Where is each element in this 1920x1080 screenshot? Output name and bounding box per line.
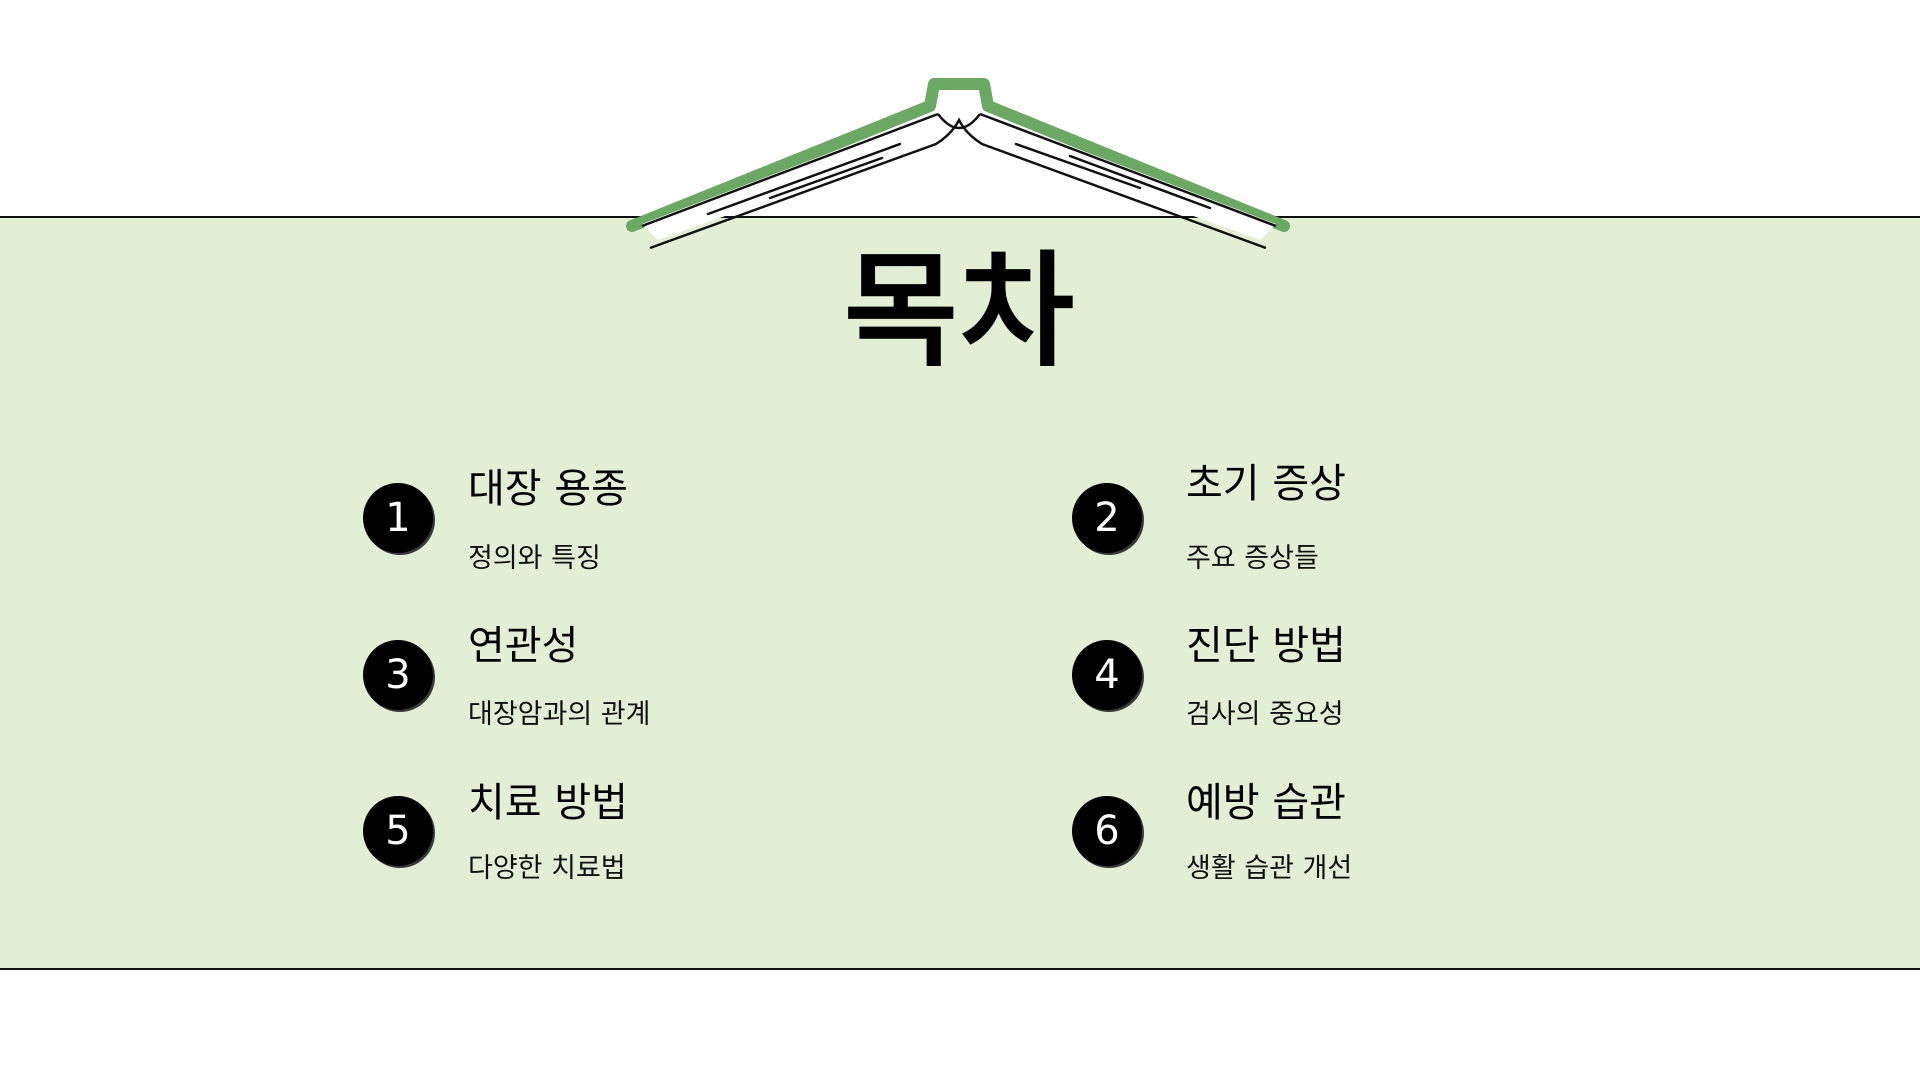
toc-item-4: 4 진단 방법 검사의 중요성 <box>1072 626 1672 760</box>
toc-item-subtitle: 대장암과의 관계 <box>468 699 651 730</box>
toc-item-subtitle: 다양한 치료법 <box>468 853 626 884</box>
number-badge: 3 <box>363 640 433 710</box>
toc-item-subtitle: 정의와 특징 <box>468 543 601 574</box>
content-band <box>0 216 1920 970</box>
toc-item-title: 예방 습관 <box>1186 780 1346 826</box>
toc-item-title: 연관성 <box>468 623 579 669</box>
number-badge: 4 <box>1072 640 1142 710</box>
toc-item-title: 치료 방법 <box>468 780 628 826</box>
toc-item-subtitle: 주요 증상들 <box>1186 543 1319 574</box>
number-badge: 6 <box>1072 796 1142 866</box>
number-badge: 2 <box>1072 483 1142 553</box>
open-book-icon <box>626 78 1290 250</box>
page-title: 목차 <box>843 240 1077 384</box>
toc-item-subtitle: 검사의 중요성 <box>1186 699 1344 730</box>
toc-item-title: 진단 방법 <box>1186 623 1346 669</box>
toc-item-2: 2 초기 증상 주요 증상들 <box>1072 464 1672 603</box>
toc-item-3: 3 연관성 대장암과의 관계 <box>363 626 963 760</box>
toc-item-subtitle: 생활 습관 개선 <box>1186 853 1353 884</box>
toc-item-title: 대장 용종 <box>468 466 628 512</box>
toc-item-title: 초기 증상 <box>1186 461 1346 507</box>
toc-item-6: 6 예방 습관 생활 습관 개선 <box>1072 783 1672 916</box>
toc-item-5: 5 치료 방법 다양한 치료법 <box>363 783 963 916</box>
toc-item-1: 1 대장 용종 정의와 특징 <box>363 469 963 603</box>
number-badge: 1 <box>363 483 433 553</box>
number-badge: 5 <box>363 796 433 866</box>
